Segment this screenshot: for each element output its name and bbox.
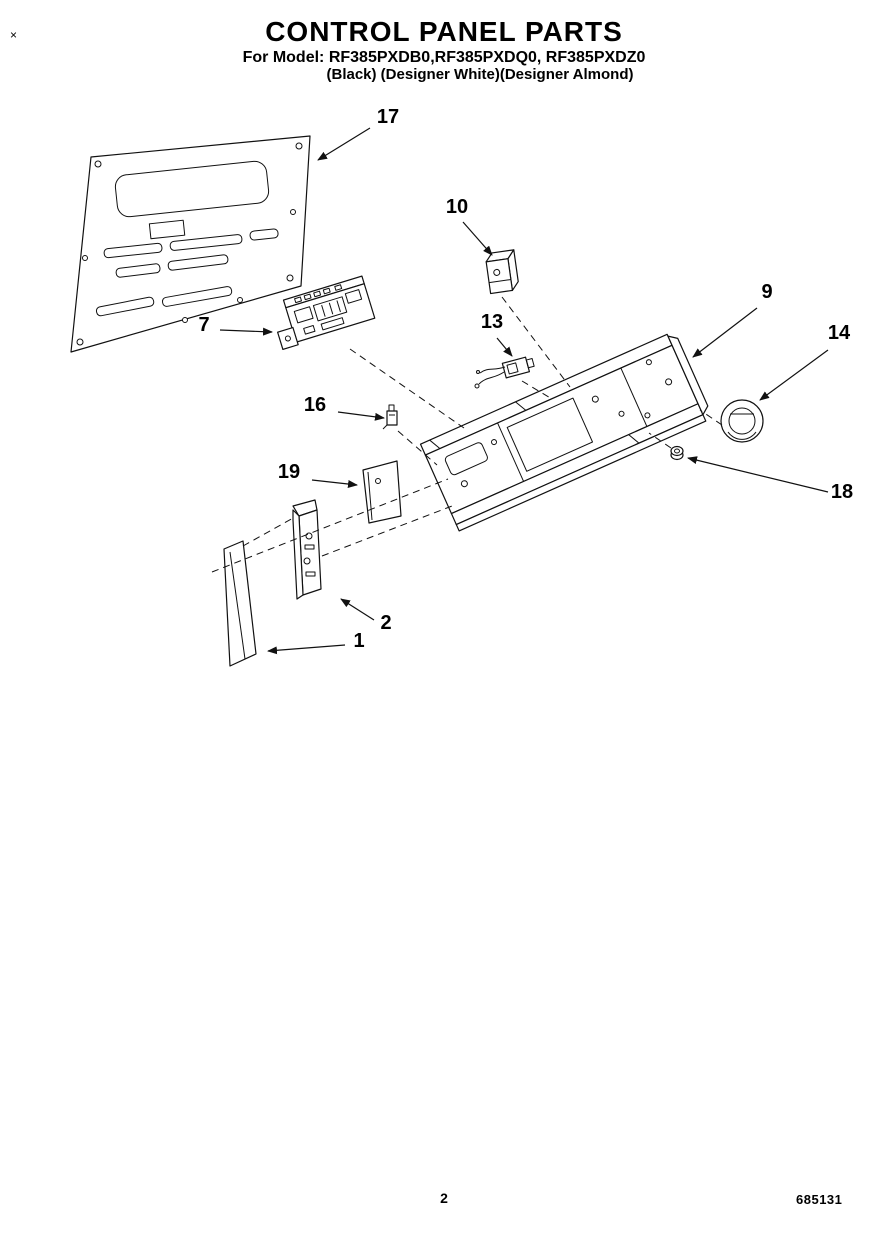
model-list: For Model: RF385PXDB0,RF385PXDQ0, RF385P…	[242, 49, 646, 66]
part-end-cap-bracket	[292, 499, 322, 600]
callout-19: 19	[278, 461, 300, 483]
callout-1: 1	[353, 630, 364, 652]
page-title: CONTROL PANEL PARTS	[265, 16, 623, 47]
callout-13: 13	[481, 311, 503, 333]
callout-7: 7	[198, 314, 209, 336]
document-number: 685131	[796, 1192, 843, 1207]
registration-mark: ×	[10, 28, 18, 42]
part-wire-clip	[474, 356, 535, 389]
part-rear-spacer-panel	[70, 135, 311, 353]
part-control-panel	[419, 333, 709, 532]
callout-14: 14	[828, 322, 851, 344]
assembly-dashed-lines	[211, 296, 723, 573]
part-end-cap-trim	[223, 540, 257, 667]
callout-10: 10	[446, 196, 468, 218]
callout-18: 18	[831, 481, 853, 503]
part-bracket-plate	[362, 460, 402, 524]
page-number: 2	[440, 1190, 448, 1206]
control-panel-holes	[460, 359, 673, 488]
callout-9: 9	[761, 281, 772, 303]
part-clip	[382, 404, 398, 430]
callout-16: 16	[304, 394, 326, 416]
back-panel-slots	[95, 228, 279, 317]
part-knob	[720, 399, 764, 443]
callout-arrows	[219, 127, 829, 655]
part-switch	[485, 249, 519, 295]
part-clock-control	[277, 275, 376, 351]
finish-list: (Black) (Designer White)(Designer Almond…	[326, 66, 634, 83]
callout-17: 17	[377, 106, 399, 128]
back-panel-holes	[76, 142, 303, 346]
part-spacer-grommet	[670, 445, 684, 461]
callout-2: 2	[380, 612, 391, 634]
